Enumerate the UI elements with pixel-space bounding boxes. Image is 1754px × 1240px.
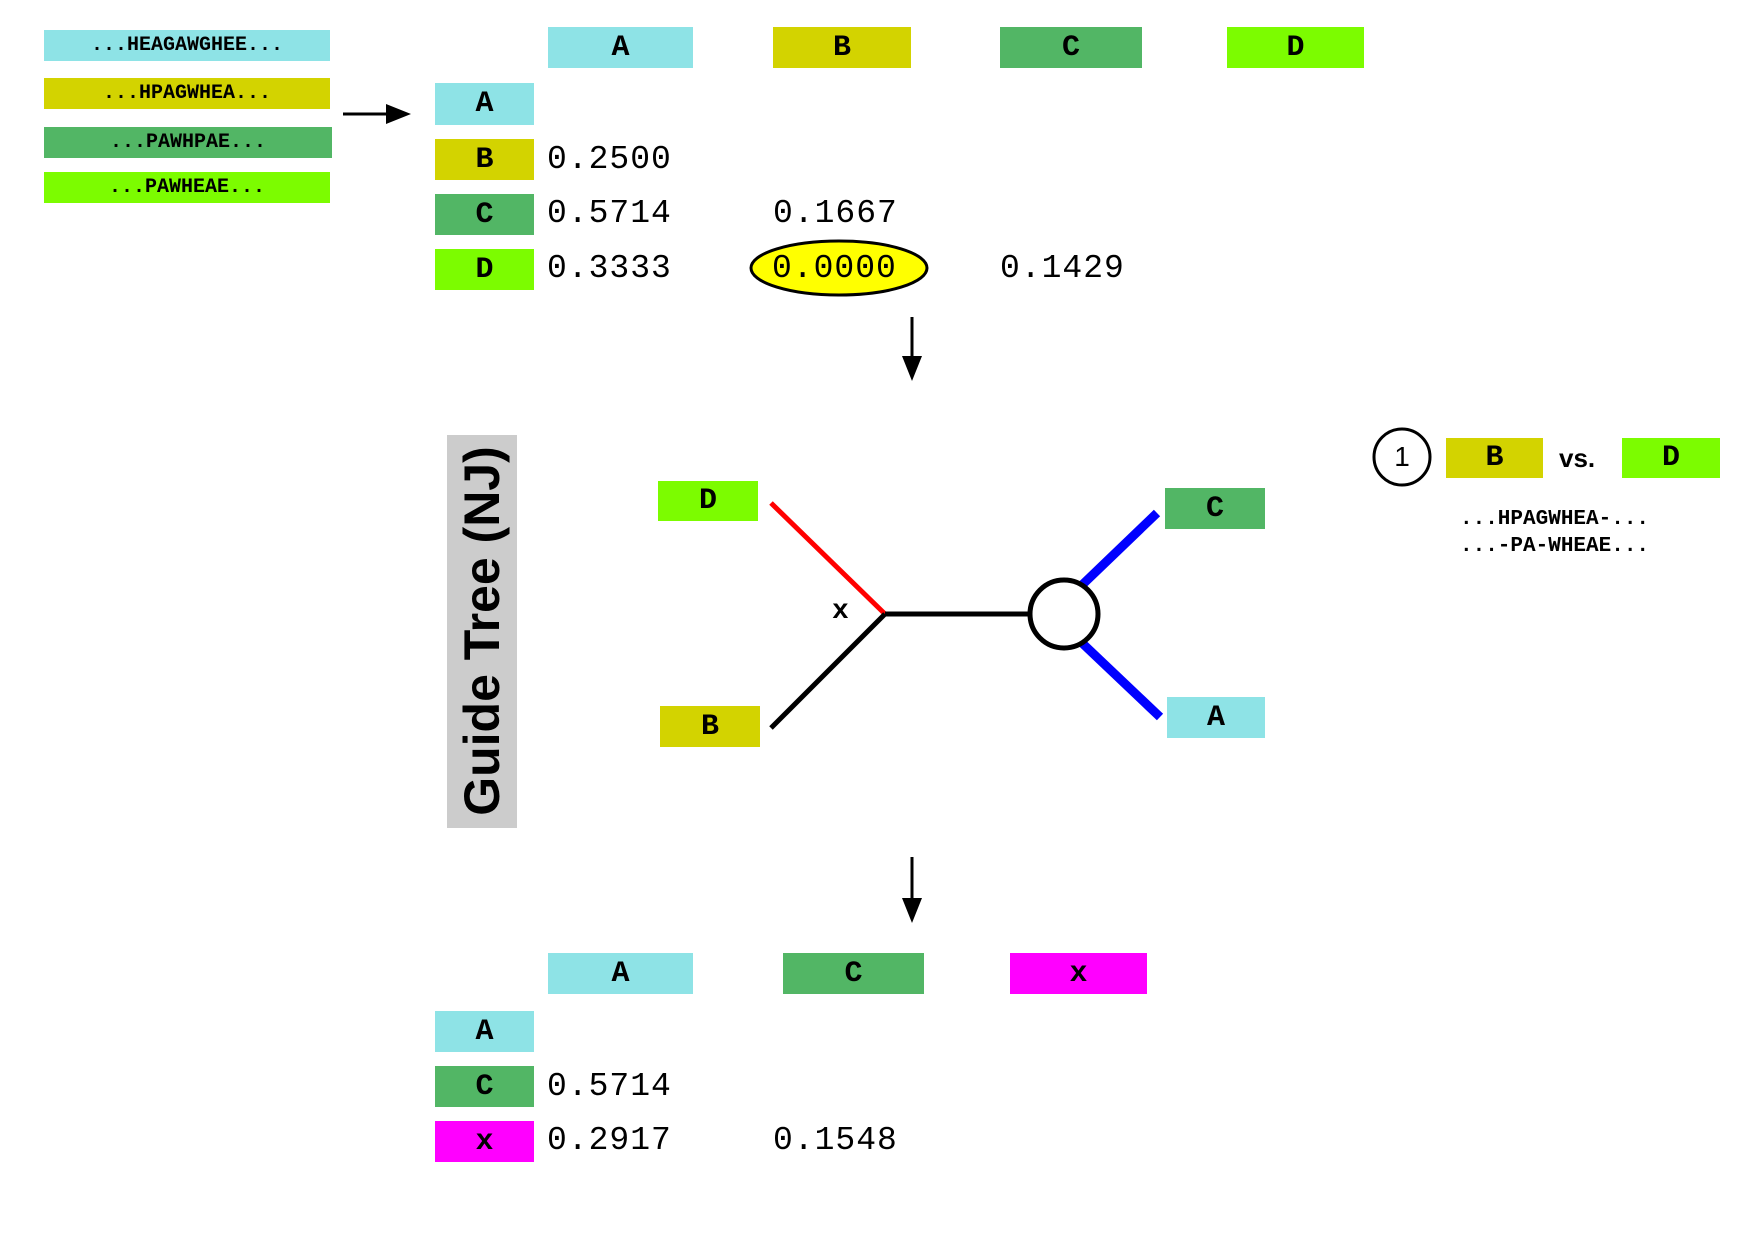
step-number: 1 <box>1394 441 1410 472</box>
right-arrow <box>343 104 411 124</box>
highlight-ellipse <box>749 239 929 297</box>
matrix2-value-c-a: 0.5714 <box>547 1068 672 1105</box>
matrix1-value-d-a: 0.3333 <box>547 250 672 287</box>
matrix2-row-x: x <box>435 1121 534 1162</box>
tree-leaf-c: C <box>1165 488 1265 529</box>
alignment-line-1: ...HPAGWHEA-... <box>1460 508 1650 531</box>
sequence-d: ...PAWHEAE... <box>44 172 330 203</box>
tree-leaf-d: D <box>658 481 758 521</box>
matrix1-col-c: C <box>1000 27 1142 68</box>
matrix2-col-a: A <box>548 953 693 994</box>
matrix1-col-b: B <box>773 27 911 68</box>
sequence-b: ...HPAGWHEA... <box>44 78 330 109</box>
matrix1-value-b-a: 0.2500 <box>547 141 672 178</box>
matrix1-col-a: A <box>548 27 693 68</box>
branch-a <box>1077 638 1164 721</box>
matrix2-row-c: C <box>435 1066 534 1107</box>
step-right-d: D <box>1622 438 1720 478</box>
matrix2-col-x: x <box>1010 953 1147 994</box>
alignment-line-2: ...-PA-WHEAE... <box>1460 535 1650 558</box>
matrix1-row-d: D <box>435 249 534 290</box>
tree-leaf-a: A <box>1167 697 1265 738</box>
matrix2-value-x-a: 0.2917 <box>547 1122 672 1159</box>
guide-tree-label-background <box>447 435 517 828</box>
matrix1-value-d-c: 0.1429 <box>1000 250 1125 287</box>
step-left-b: B <box>1446 438 1543 478</box>
down-arrow-2 <box>902 857 922 923</box>
step-vs-label: vs. <box>1559 443 1596 473</box>
tree-node-x-label: x <box>832 596 849 627</box>
matrix1-row-b: B <box>435 139 534 180</box>
matrix1-col-d: D <box>1227 27 1364 68</box>
tree-leaf-b: B <box>660 706 760 747</box>
branch-d <box>769 501 887 616</box>
sequence-c: ...PAWHPAE... <box>44 127 332 158</box>
matrix1-row-a: A <box>435 83 534 125</box>
branch-c <box>1077 509 1161 590</box>
matrix1-value-c-a: 0.5714 <box>547 195 672 232</box>
branch-b <box>769 612 887 730</box>
sequence-a: ...HEAGAWGHEE... <box>44 30 330 61</box>
matrix1-value-d-b: 0.0000 <box>772 250 897 287</box>
matrix1-row-c: C <box>435 194 534 235</box>
matrix1-value-c-b: 0.1667 <box>773 195 898 232</box>
step-number-circle <box>1372 427 1432 487</box>
internal-node-circle <box>1027 577 1101 651</box>
matrix2-value-x-c: 0.1548 <box>773 1122 898 1159</box>
matrix2-row-a: A <box>435 1011 534 1052</box>
matrix2-col-c: C <box>783 953 924 994</box>
down-arrow-1 <box>902 317 922 381</box>
